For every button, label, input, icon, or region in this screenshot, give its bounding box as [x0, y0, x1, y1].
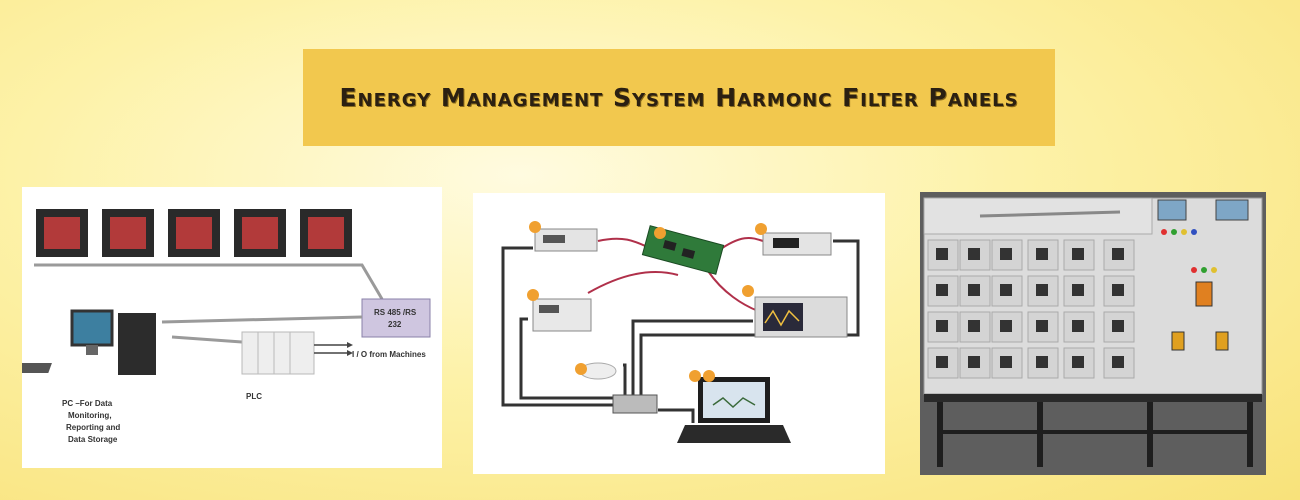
- indicator-lamp: [1191, 229, 1197, 235]
- cable-red: [707, 270, 759, 312]
- indicator-lamp: [1161, 229, 1167, 235]
- page-title: Energy Management System Harmonc Filter …: [339, 83, 1019, 112]
- plc-label: PLC: [246, 392, 262, 401]
- cable-black: [623, 363, 627, 405]
- switch-handle: [1171, 331, 1185, 351]
- rs485-label-line2: 232: [388, 320, 402, 329]
- indicator-lamp: [1211, 267, 1217, 273]
- pc-label-line1: PC –For Data: [62, 399, 113, 408]
- pc-label-line4: Data Storage: [68, 435, 118, 444]
- measurement-setup-diagram: [473, 193, 885, 474]
- title-banner: Energy Management System Harmonc Filter …: [303, 49, 1055, 146]
- energy-management-diagram-svg: RS 485 /RS 232 PC –For Data Monitoring, …: [22, 209, 431, 444]
- isolator-switch: [1195, 281, 1213, 307]
- step-marker: [529, 221, 541, 233]
- laptop: [677, 377, 791, 443]
- pc-link-line: [161, 315, 363, 324]
- step-marker: [689, 370, 701, 382]
- indicator-lamp: [1201, 267, 1207, 273]
- power-meter: [102, 209, 154, 257]
- pc-label-line3: Reporting and: [66, 423, 120, 432]
- power-meter: [168, 209, 220, 257]
- pc-computer: [22, 309, 156, 375]
- switch-handle: [1215, 331, 1229, 351]
- signal-generator: [534, 228, 598, 252]
- oscilloscope: [754, 296, 848, 338]
- busbar: [979, 210, 1121, 218]
- pc-label-line2: Monitoring,: [68, 411, 112, 420]
- harmonic-filter-panel-photo: [920, 192, 1266, 475]
- plc-unit: [241, 331, 315, 375]
- controller-display: [1157, 199, 1187, 221]
- step-marker: [527, 289, 539, 301]
- base-frame: [924, 394, 1262, 402]
- meter-compartment-grid: [927, 239, 1135, 379]
- power-meter: [36, 209, 88, 257]
- usb-hub: [612, 394, 658, 414]
- indicator-lamp: [1191, 267, 1197, 273]
- cable-black: [519, 317, 613, 400]
- multimeter: [762, 232, 832, 256]
- cabinet-top-section: [923, 197, 1153, 235]
- plc-link-line: [171, 335, 243, 344]
- power-meter: [234, 209, 286, 257]
- cable-black: [658, 408, 695, 423]
- step-marker: [703, 370, 715, 382]
- step-marker: [755, 223, 767, 235]
- power-meter: [300, 209, 352, 257]
- indicator-lamp: [1171, 229, 1177, 235]
- controller-display: [1215, 199, 1249, 221]
- io-label: I / O from Machines: [352, 350, 426, 359]
- cable-black: [639, 239, 860, 405]
- cable-red: [587, 271, 679, 294]
- energy-management-diagram: RS 485 /RS 232 PC –For Data Monitoring, …: [22, 187, 442, 468]
- step-marker: [654, 227, 666, 239]
- cable-black: [631, 319, 753, 405]
- rs485-label-line1: RS 485 /RS: [374, 308, 417, 317]
- io-arrowhead: [347, 350, 353, 356]
- cable-red: [717, 237, 764, 252]
- step-marker: [575, 363, 587, 375]
- measurement-setup-diagram-svg: [501, 221, 860, 443]
- cable-black: [501, 246, 613, 407]
- harmonic-filter-panel-svg: [920, 192, 1266, 475]
- rs485-converter-box: [361, 298, 431, 338]
- power-supply: [532, 298, 592, 332]
- io-arrowhead: [347, 342, 353, 348]
- indicator-lamp: [1181, 229, 1187, 235]
- step-marker: [742, 285, 754, 297]
- data-bus-line: [34, 263, 384, 300]
